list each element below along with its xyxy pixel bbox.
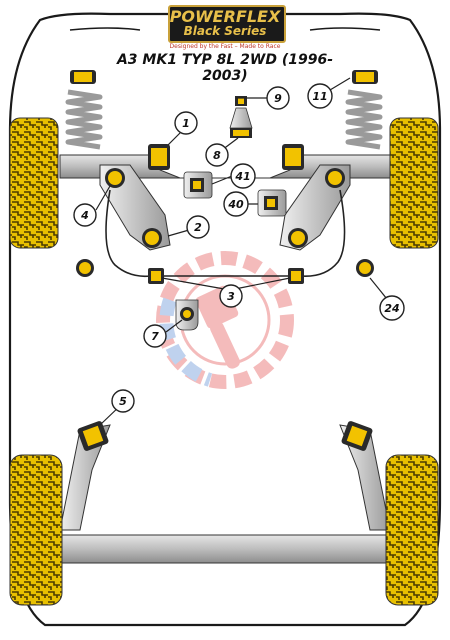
- page-title: A3 MK1 TYP 8L 2WD (1996-2003): [116, 52, 334, 84]
- brand-series: Black Series: [183, 24, 267, 38]
- callout-3: 3: [227, 290, 235, 303]
- rear-beam-axle: [59, 534, 391, 564]
- callout-40: 40: [227, 198, 244, 211]
- rear-trailing-arm-left: [59, 424, 111, 531]
- callout-2: 2: [194, 221, 202, 234]
- tyre-tread-icon: [9, 454, 63, 606]
- engine-mount-icon: [229, 96, 253, 138]
- callout-24: 24: [384, 302, 399, 315]
- callout-41: 41: [234, 170, 250, 183]
- bush-icon: [76, 259, 94, 277]
- car-body-outline: [8, 12, 442, 627]
- brand-logo: POWERFLEX Black Series Designed by the F…: [150, 3, 300, 53]
- callout-8: 8: [213, 149, 221, 162]
- callout-9: 9: [274, 92, 282, 105]
- bush-icon: [288, 228, 308, 248]
- bush-icon: [325, 168, 345, 188]
- bush-icon: [356, 259, 374, 277]
- rear-trailing-arm-right: [339, 424, 391, 531]
- bush-icon: [288, 268, 304, 284]
- callout-5: 5: [119, 395, 127, 408]
- brand-name: POWERFLEX: [169, 7, 281, 26]
- callout-markers: [73, 83, 405, 413]
- coil-spring-icon: [345, 70, 383, 150]
- tyre-tread-icon: [389, 117, 439, 249]
- bush-icon: [282, 144, 304, 170]
- callout-1: 1: [182, 117, 190, 130]
- bush-icon: [77, 421, 109, 451]
- front-anti-roll-bar: [105, 189, 346, 278]
- callout-11: 11: [312, 90, 327, 103]
- bracket-bush-icon: [183, 171, 213, 199]
- tyre-tread-icon: [9, 117, 59, 249]
- bush-icon: [148, 144, 170, 170]
- bush-icon: [142, 228, 162, 248]
- car-cabin-outline: [69, 27, 381, 31]
- brand-badge: [168, 5, 286, 43]
- callout-4: 4: [80, 209, 89, 222]
- bush-icon: [105, 168, 125, 188]
- bracket-bush-icon: [257, 189, 287, 217]
- gearbox-mount-icon: [175, 299, 199, 331]
- coil-spring-icon: [65, 70, 103, 150]
- bush-icon: [341, 421, 373, 451]
- brand-tagline: Designed by the Fast – Made to Race: [169, 43, 281, 50]
- bush-icon: [148, 268, 164, 284]
- tyre-tread-icon: [385, 454, 439, 606]
- callout-7: 7: [151, 330, 159, 343]
